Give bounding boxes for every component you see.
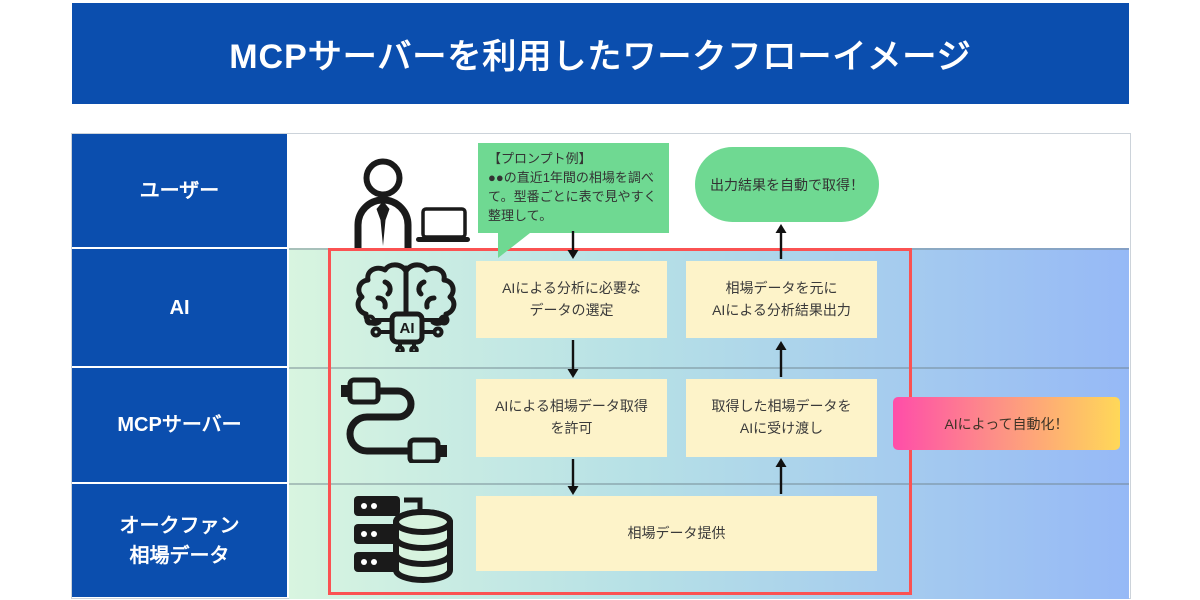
output-bubble: 出力結果を自動で取得！ [695, 147, 879, 222]
lane-label-aucfan: オークファン 相場データ [72, 484, 287, 597]
prompt-bubble-body: ●●の直近1年間の相場を調べて。型番ごとに表で見やすく整理して。 [488, 169, 657, 223]
box-mcp-allow: AIによる相場データ取得 を許可 [476, 379, 667, 457]
box-ai-select-line2: データの選定 [529, 301, 614, 318]
box-mcp-allow-line1: AIによる相場データ取得 [495, 398, 648, 415]
box-ai-select: AIによる分析に必要な データの選定 [476, 261, 667, 338]
box-data-provide-text: 相場データ提供 [627, 524, 726, 541]
box-ai-select-line1: AIによる分析に必要な [502, 279, 641, 296]
title-banner: MCPサーバーを利用したワークフローイメージ [72, 3, 1129, 104]
prompt-bubble-header: 【プロンプト例】 [488, 151, 592, 166]
ai-chip-label: AI [400, 320, 415, 337]
box-mcp-pass-line2: AIに受け渡し [739, 420, 824, 436]
box-mcp-pass: 取得した相場データを AIに受け渡し [686, 379, 877, 457]
automation-badge-text: AIによって自動化！ [944, 415, 1069, 432]
server-database-icon [354, 496, 453, 583]
lane-label-user-text: ユーザー [139, 179, 220, 202]
lane-label-mcp-text: MCPサーバー [117, 414, 242, 436]
lane-label-user: ユーザー [72, 134, 287, 247]
box-ai-output: 相場データを元に AIによる分析結果出力 [686, 261, 877, 338]
box-mcp-pass-line1: 取得した相場データを [711, 398, 852, 415]
automation-badge: AIによって自動化！ [893, 397, 1120, 450]
box-ai-output-line1: 相場データを元に [725, 279, 838, 296]
box-data-provide: 相場データ提供 [476, 496, 877, 571]
output-bubble-text: 出力結果を自動で取得！ [710, 176, 864, 193]
box-ai-output-line2: AIによる分析結果出力 [712, 301, 851, 318]
box-mcp-allow-line2: を許可 [550, 420, 593, 436]
lane-label-ai-text: AI [169, 296, 190, 319]
user-with-laptop-icon [354, 158, 470, 248]
lane-label-ai: AI [72, 249, 287, 366]
lane-label-mcp: MCPサーバー [72, 368, 287, 482]
prompt-bubble: 【プロンプト例】 ●●の直近1年間の相場を調べて。型番ごとに表で見やすく整理して… [478, 143, 669, 258]
prompt-bubble-tail [498, 233, 530, 258]
lane-label-aucfan-text1: オークファン [119, 514, 240, 537]
ai-brain-chip-icon: AI [355, 262, 457, 352]
usb-cable-icon [341, 377, 447, 463]
lane-label-aucfan-text2: 相場データ [129, 544, 230, 567]
page-title: MCPサーバーを利用したワークフローイメージ [229, 38, 972, 76]
